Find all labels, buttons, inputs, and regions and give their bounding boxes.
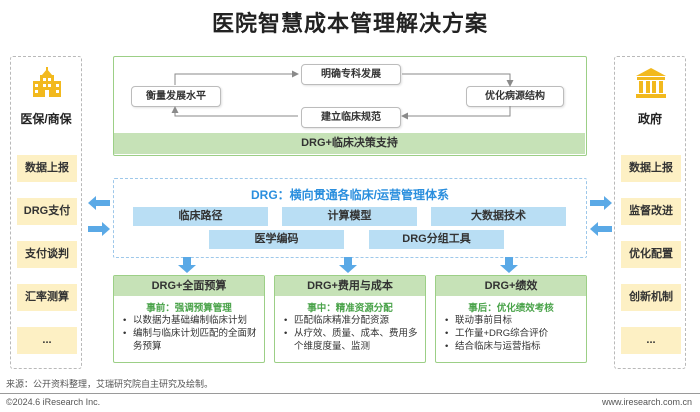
building-icon [33,67,61,97]
drg-clinical-decision-bar: DRG+临床决策支持 [114,133,585,154]
drg-budget-box: DRG+全面预算 事前：强调预算管理 以数据为基础编制临床计划 编制与临床计划匹… [113,275,265,363]
chip-calculation-model: 计算模型 [282,207,417,226]
cycle-arrow-right-bottom [401,106,511,120]
left-item-rate-calculation: 汇率测算 [17,284,77,311]
page-title: 医院智慧成本管理解决方案 [211,11,488,36]
drg-performance-box: DRG+绩效 事后：优化绩效考核 联动事前目标 工作量+DRG综合评价 结合临床… [435,275,587,363]
clinical-decision-box: 明确专科发展 衡量发展水平 优化病源结构 建立临床规范 DRG+临床决策支持 [113,56,587,156]
right-panel-government: 政府 数据上报 监督改进 优化配置 创新机制 ... [614,56,686,369]
drg-performance-sub: 事后：优化绩效考核 [468,303,554,314]
right-panel-title: 政府 [637,112,662,126]
arrow-from-left-panel [88,222,110,236]
arrow-to-left-panel [88,196,110,210]
left-panel-title: 医保/商保 [20,112,72,126]
right-item-supervision: 监督改进 [621,198,681,225]
drg-integration-title: DRG：横向贯通各临床/运营管理体系 [250,188,449,202]
node-specialty-development: 明确专科发展 [301,64,401,85]
drg-budget-list: 以数据为基础编制临床计划 编制与临床计划匹配的全面财务预算 [123,314,263,353]
list-item: 从疗效、质量、成本、费用多个维度度量、监测 [284,327,424,353]
arrow-down-budget [178,257,196,273]
drg-cost-head: DRG+费用与成本 [275,276,425,296]
left-item-drg-payment: DRG支付 [17,198,77,225]
list-item: 匹配临床精准分配资源 [284,314,424,327]
list-item: 工作量+DRG综合评价 [445,327,585,340]
arrow-down-cost [339,257,357,273]
arrow-down-performance [500,257,518,273]
chip-medical-coding: 医学编码 [209,230,344,249]
cycle-arrow-left-top [174,70,299,85]
list-item: 结合临床与运营指标 [445,340,585,353]
drg-integration-box: DRG：横向贯通各临床/运营管理体系 临床路径 计算模型 大数据技术 医学编码 … [113,178,587,258]
chip-big-data: 大数据技术 [431,207,566,226]
left-item-data-report: 数据上报 [17,155,77,182]
drg-cost-sub: 事中：精准资源分配 [307,303,393,314]
footer-source: 来源：公开资料整理，艾瑞研究院自主研究及绘制。 [6,379,214,389]
footer-website: www.iresearch.com.cn [601,397,692,407]
left-panel-insurance: 医保/商保 数据上报 DRG支付 支付谈判 汇率测算 ... [10,56,82,369]
chip-drg-grouping-tool: DRG分组工具 [369,230,504,249]
left-item-payment-negotiation: 支付谈判 [17,241,77,268]
right-item-innovation: 创新机制 [621,284,681,311]
drg-performance-list: 联动事前目标 工作量+DRG综合评价 结合临床与运营指标 [445,314,585,353]
arrow-from-right-panel [590,222,612,236]
left-item-more: ... [17,327,77,354]
drg-budget-head: DRG+全面预算 [114,276,264,296]
list-item: 联动事前目标 [445,314,585,327]
drg-budget-sub: 事前：强调预算管理 [146,303,232,314]
list-item: 以数据为基础编制临床计划 [123,314,263,327]
cycle-arrow-bottom-left [171,106,298,117]
drg-cost-box: DRG+费用与成本 事中：精准资源分配 匹配临床精准分配资源 从疗效、质量、成本… [274,275,426,363]
footer-copyright: ©2024.6 iResearch Inc. [6,397,101,407]
list-item: 编制与临床计划匹配的全面财务预算 [123,327,263,353]
node-clinical-norms: 建立临床规范 [301,107,401,128]
government-building-icon [636,68,666,98]
drg-cost-list: 匹配临床精准分配资源 从疗效、质量、成本、费用多个维度度量、监测 [284,314,424,353]
drg-performance-head: DRG+绩效 [436,276,586,296]
right-item-optimize-allocation: 优化配置 [621,241,681,268]
footer-divider [0,393,700,394]
arrow-to-right-panel [590,196,612,210]
chip-clinical-pathway: 临床路径 [133,207,268,226]
node-patient-structure: 优化病源结构 [466,86,564,107]
cycle-arrow-top-right [402,73,514,87]
right-item-data-report: 数据上报 [621,155,681,182]
right-item-more: ... [621,327,681,354]
